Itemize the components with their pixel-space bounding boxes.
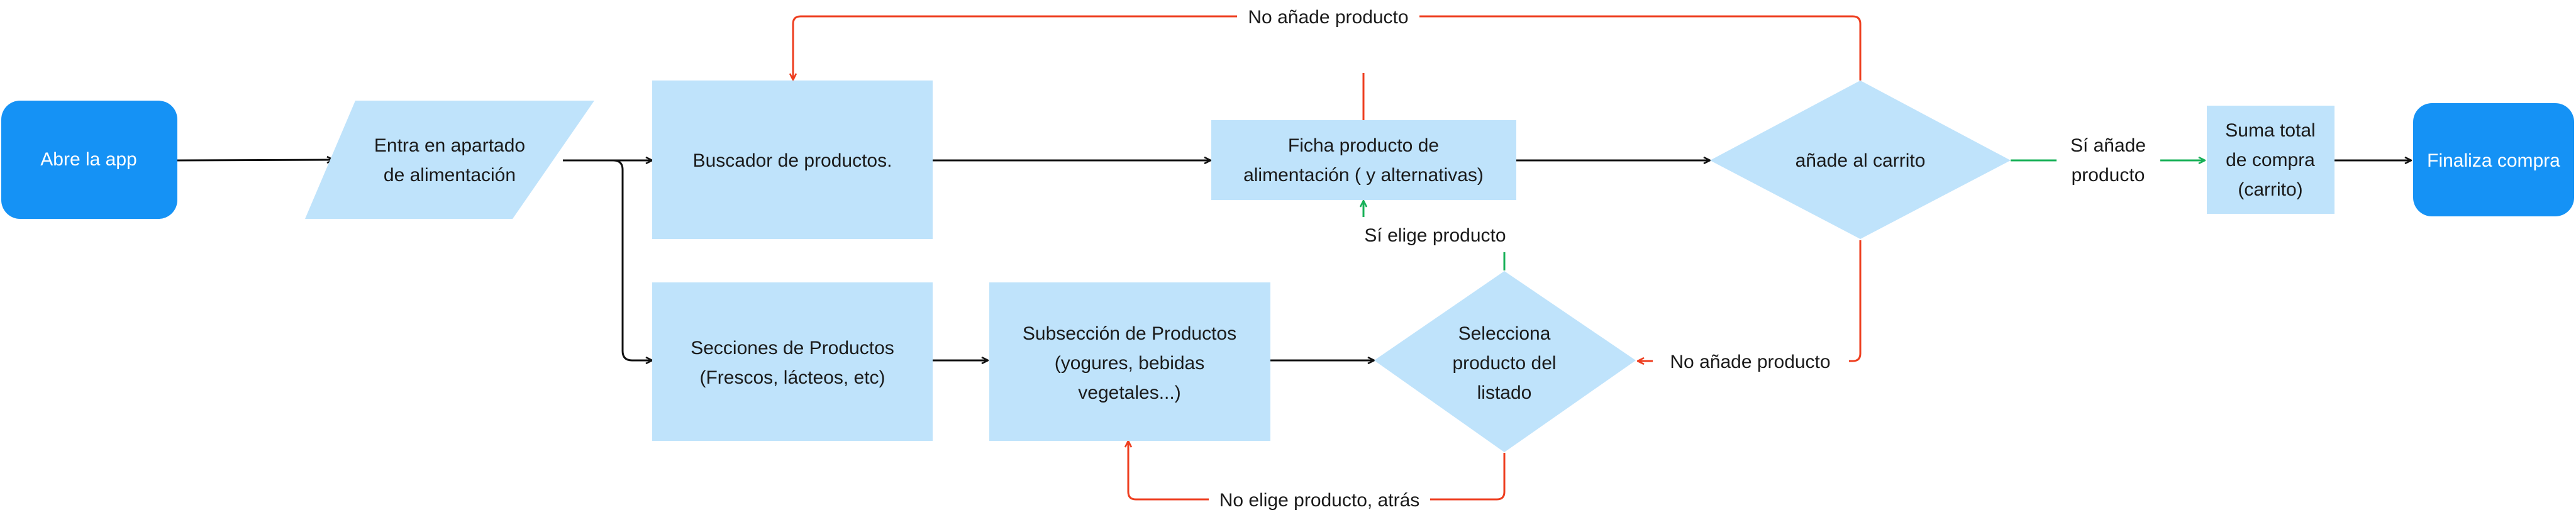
edge-label-yes-adds-2: producto	[2072, 165, 2145, 186]
edge-label-yes-chooses: Sí elige producto	[1364, 225, 1506, 246]
arrow-no-choose-back	[1128, 441, 1506, 501]
connectors	[177, 15, 2411, 501]
cart-total-label-1: Suma total	[2225, 120, 2315, 141]
finish-node: Finaliza compra	[2413, 103, 2574, 216]
enter-food-node: Entra en apartado de alimentación	[305, 101, 594, 219]
select-decision-label-2: producto del	[1452, 353, 1556, 374]
select-decision-node: Selecciona producto del listado	[1374, 271, 1636, 452]
arrow-enter-to-sections	[613, 159, 652, 360]
edge-label-no-chooses-back: No elige producto, atrás	[1219, 490, 1420, 511]
sections-label-2: (Frescos, lácteos, etc)	[699, 367, 885, 388]
edge-label-right-no-add: No añade producto	[1670, 352, 1830, 372]
sections-node: Secciones de Productos (Frescos, lácteos…	[652, 282, 933, 441]
cart-total-label-2: de compra	[2226, 150, 2315, 170]
add-decision-node: añade al carrito	[1710, 81, 2011, 239]
subsections-label-1: Subsección de Productos	[1023, 323, 1236, 344]
search-label: Buscador de productos.	[693, 150, 892, 171]
product-sheet-label-2: alimentación ( y alternativas)	[1243, 165, 1484, 186]
cart-total-label-3: (carrito)	[2238, 179, 2302, 200]
product-sheet-label-1: Ficha producto de	[1288, 135, 1439, 156]
select-decision-label-3: listado	[1477, 382, 1532, 403]
start-label: Abre la app	[40, 149, 136, 170]
select-decision-label-1: Selecciona	[1458, 323, 1551, 344]
cart-total-node: Suma total de compra (carrito)	[2207, 106, 2334, 214]
add-decision-label: añade al carrito	[1796, 150, 1926, 171]
arrow-top-no-add-loop	[793, 15, 1862, 81]
finish-label: Finaliza compra	[2427, 150, 2560, 171]
arrow-right-no-add	[1638, 240, 1862, 361]
sections-label-1: Secciones de Productos	[691, 338, 894, 359]
search-node: Buscador de productos.	[652, 81, 933, 239]
edge-label-top-no-add: No añade producto	[1248, 7, 1408, 28]
enter-food-label-2: de alimentación	[384, 165, 516, 186]
subsections-label-2: (yogures, bebidas	[1055, 353, 1204, 374]
product-sheet-node: Ficha producto de alimentación ( y alter…	[1211, 120, 1516, 200]
edge-label-yes-adds-1: Sí añade	[2070, 135, 2146, 156]
subsections-node: Subsección de Productos (yogures, bebida…	[989, 282, 1270, 441]
subsections-label-3: vegetales...)	[1078, 382, 1180, 403]
start-node: Abre la app	[1, 101, 177, 219]
enter-food-label-1: Entra en apartado	[374, 135, 525, 156]
